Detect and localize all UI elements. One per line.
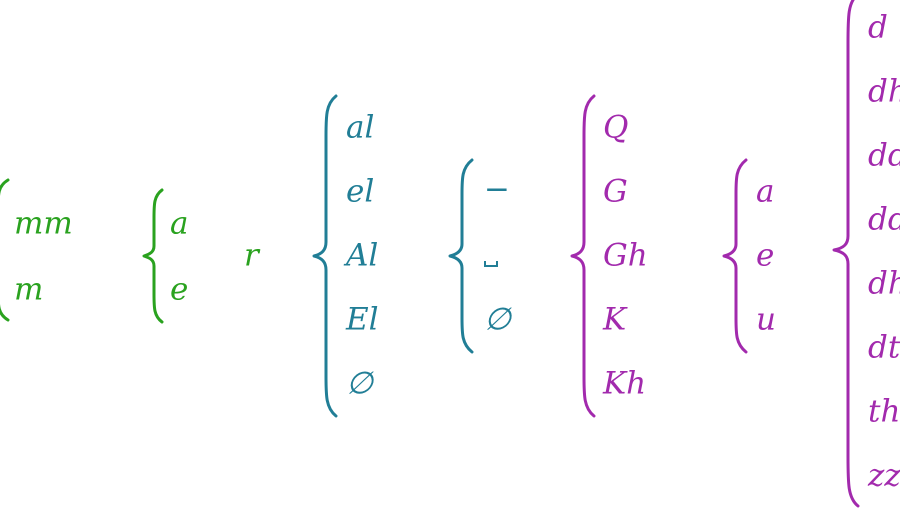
group4-option-al: al (346, 109, 375, 146)
group3-option-r: r (244, 237, 259, 274)
group5-option-empty: ∅ (484, 301, 512, 338)
group1-brace (0, 178, 10, 322)
group4-brace (312, 94, 338, 418)
group7-option-e: e (756, 237, 775, 274)
group4-option-el: el (346, 173, 375, 210)
group8-option-dt: dt (868, 329, 900, 366)
group6-option-Kh: Kh (603, 365, 647, 402)
group5-brace (448, 158, 474, 354)
group1-option-m: m (14, 271, 44, 308)
group8-brace (832, 0, 860, 508)
group6-option-Gh: Gh (603, 237, 648, 274)
group2-option-e: e (170, 271, 189, 308)
group7-brace (722, 158, 748, 354)
group8-option-th: th (868, 393, 900, 430)
group1-option-mm: mm (14, 205, 73, 242)
group6-option-K: K (603, 301, 627, 338)
group7-option-u: u (756, 301, 776, 338)
group7-option-a: a (756, 173, 775, 210)
group2-option-a: a (170, 205, 189, 242)
group8-option-dh-1: dh (868, 73, 900, 110)
group4-option-El: El (346, 301, 379, 338)
group5-space-marker-icon (484, 261, 498, 267)
group8-option-dd-2: dd (868, 201, 900, 238)
group8-option-zz: zz (868, 457, 900, 494)
group8-option-dh-2: dh (868, 265, 900, 302)
group4-option-Al: Al (346, 237, 379, 274)
group8-option-dd-1: dd (868, 137, 900, 174)
group6-brace (570, 94, 596, 418)
group8-option-d: d (868, 9, 888, 46)
group2-brace (142, 188, 164, 324)
group4-option-empty: ∅ (346, 365, 374, 402)
group6-option-Q: Q (603, 109, 629, 146)
group6-option-G: G (603, 173, 628, 210)
group5-option-dash: − (484, 171, 510, 208)
